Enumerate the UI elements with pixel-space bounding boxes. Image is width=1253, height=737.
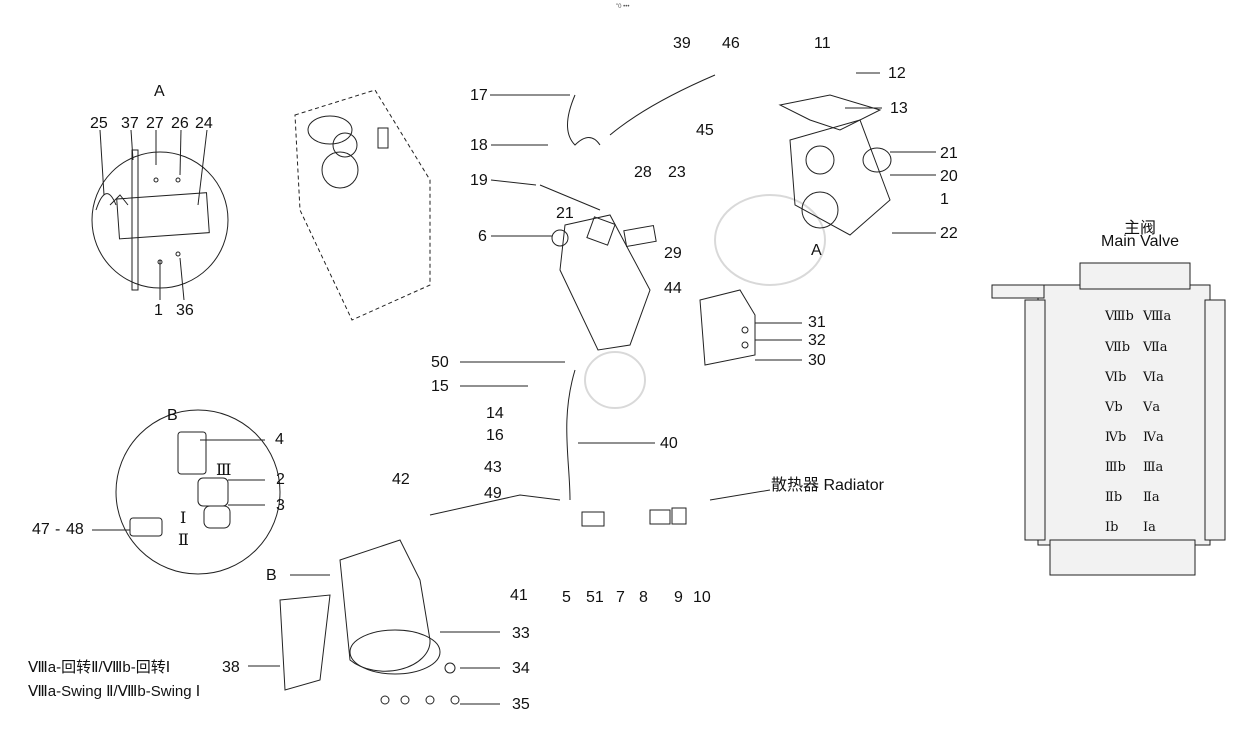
callout-43: 43 <box>484 459 502 476</box>
callout-1: 1 <box>940 191 949 208</box>
callout-34: 34 <box>512 660 530 677</box>
callout-5: 5 <box>562 589 571 606</box>
valve-section-3a: Ⅲa <box>1143 460 1164 475</box>
callout-37: 37 <box>121 115 139 132</box>
valve-section-8b: Ⅷb <box>1105 309 1134 324</box>
callout-21-right: 21 <box>940 145 958 162</box>
callout-23: 23 <box>668 164 686 181</box>
detail-b-circle <box>115 409 281 575</box>
valve-section-1b: Ⅰb <box>1105 520 1119 535</box>
callout-48: 48 <box>66 521 84 538</box>
detail-a-title: A <box>154 83 165 100</box>
valve-section-5a: Ⅴa <box>1143 400 1161 415</box>
callout-25: 25 <box>90 115 108 132</box>
callout-10: 10 <box>693 589 711 606</box>
callout-a-ref: A <box>811 242 822 259</box>
valve-section-3b: Ⅲb <box>1105 460 1126 475</box>
valve-section-7b: Ⅶb <box>1105 340 1131 355</box>
hydraulic-tank <box>294 89 431 321</box>
valve-section-6a: Ⅵa <box>1143 370 1164 385</box>
callout-50: 50 <box>431 354 449 371</box>
callout-21-left: 21 <box>556 205 574 222</box>
valve-section-8a: Ⅷa <box>1143 309 1172 324</box>
callout-8: 8 <box>639 589 648 606</box>
swing-motor <box>339 539 431 672</box>
main-valve-title-en: Main Valve <box>1101 233 1179 250</box>
callout-dash: - <box>55 521 61 538</box>
callout-26: 26 <box>171 115 189 132</box>
callout-51: 51 <box>586 589 604 606</box>
callout-12: 12 <box>888 65 906 82</box>
callout-30: 30 <box>808 352 826 369</box>
valve-section-7a: Ⅶa <box>1143 340 1168 355</box>
hose-39 <box>609 74 716 136</box>
valve-section-2a: Ⅱa <box>1143 490 1160 505</box>
valve-section-6b: Ⅵb <box>1105 370 1127 385</box>
callout-40: 40 <box>660 435 678 452</box>
callout-4: 4 <box>275 431 284 448</box>
main-valve-detail <box>991 262 1226 576</box>
callout-19: 19 <box>470 172 488 189</box>
valve-section-5b: Ⅴb <box>1105 400 1123 415</box>
valve-section-4a: Ⅳa <box>1143 430 1164 445</box>
callout-9: 9 <box>674 589 683 606</box>
callout-24: 24 <box>195 115 213 132</box>
pump-assembly <box>789 119 891 236</box>
callout-45: 45 <box>696 122 714 139</box>
callout-33: 33 <box>512 625 530 642</box>
callout-27: 27 <box>146 115 164 132</box>
callout-28: 28 <box>634 164 652 181</box>
callout-49: 49 <box>484 485 502 502</box>
callout-32: 32 <box>808 332 826 349</box>
callout-11: 11 <box>814 35 831 52</box>
mounting-bracket <box>699 289 756 366</box>
port-iii: Ⅲ <box>216 460 232 479</box>
callout-13: 13 <box>890 100 908 117</box>
callout-2: 2 <box>276 471 285 488</box>
radiator-label: 散热器 Radiator <box>771 477 884 494</box>
header-mark: "0 ••• <box>616 4 630 10</box>
callout-16: 16 <box>486 427 504 444</box>
callout-36: 36 <box>176 302 194 319</box>
swing-line-en: Ⅷa-Swing Ⅱ/Ⅷb-Swing Ⅰ <box>28 683 201 700</box>
valve-section-1a: Ⅰa <box>1143 520 1156 535</box>
callout-35: 35 <box>512 696 530 713</box>
callout-b-ref: B <box>266 567 277 584</box>
callout-41: 41 <box>510 587 528 604</box>
main-valve-title-cn: 主阀 <box>1123 220 1156 237</box>
callout-47: 47 <box>32 521 50 538</box>
callout-44: 44 <box>664 280 682 297</box>
callout-39: 39 <box>673 35 691 52</box>
callout-17: 17 <box>470 87 488 104</box>
callout-38: 38 <box>222 659 240 676</box>
callout-29: 29 <box>664 245 682 262</box>
callout-14: 14 <box>486 405 504 422</box>
callout-42: 42 <box>392 471 410 488</box>
callout-20: 20 <box>940 168 958 185</box>
valve-section-2b: Ⅱb <box>1105 490 1123 505</box>
callout-15: 15 <box>431 378 449 395</box>
callout-1-detail: 1 <box>154 302 163 319</box>
callout-3: 3 <box>276 497 285 514</box>
detail-b-heading: B <box>167 407 178 424</box>
port-i: Ⅰ <box>180 508 187 527</box>
port-ii: Ⅱ <box>178 530 189 549</box>
center-main-valve <box>559 214 651 351</box>
callout-31: 31 <box>808 314 826 331</box>
callout-7: 7 <box>616 589 625 606</box>
valve-section-4b: Ⅳb <box>1105 430 1127 445</box>
callout-6: 6 <box>478 228 487 245</box>
swing-line-cn: Ⅷa-回转Ⅱ/Ⅷb-回转Ⅰ <box>28 659 171 676</box>
callout-22: 22 <box>940 225 958 242</box>
callout-46: 46 <box>722 35 740 52</box>
callout-18: 18 <box>470 137 488 154</box>
